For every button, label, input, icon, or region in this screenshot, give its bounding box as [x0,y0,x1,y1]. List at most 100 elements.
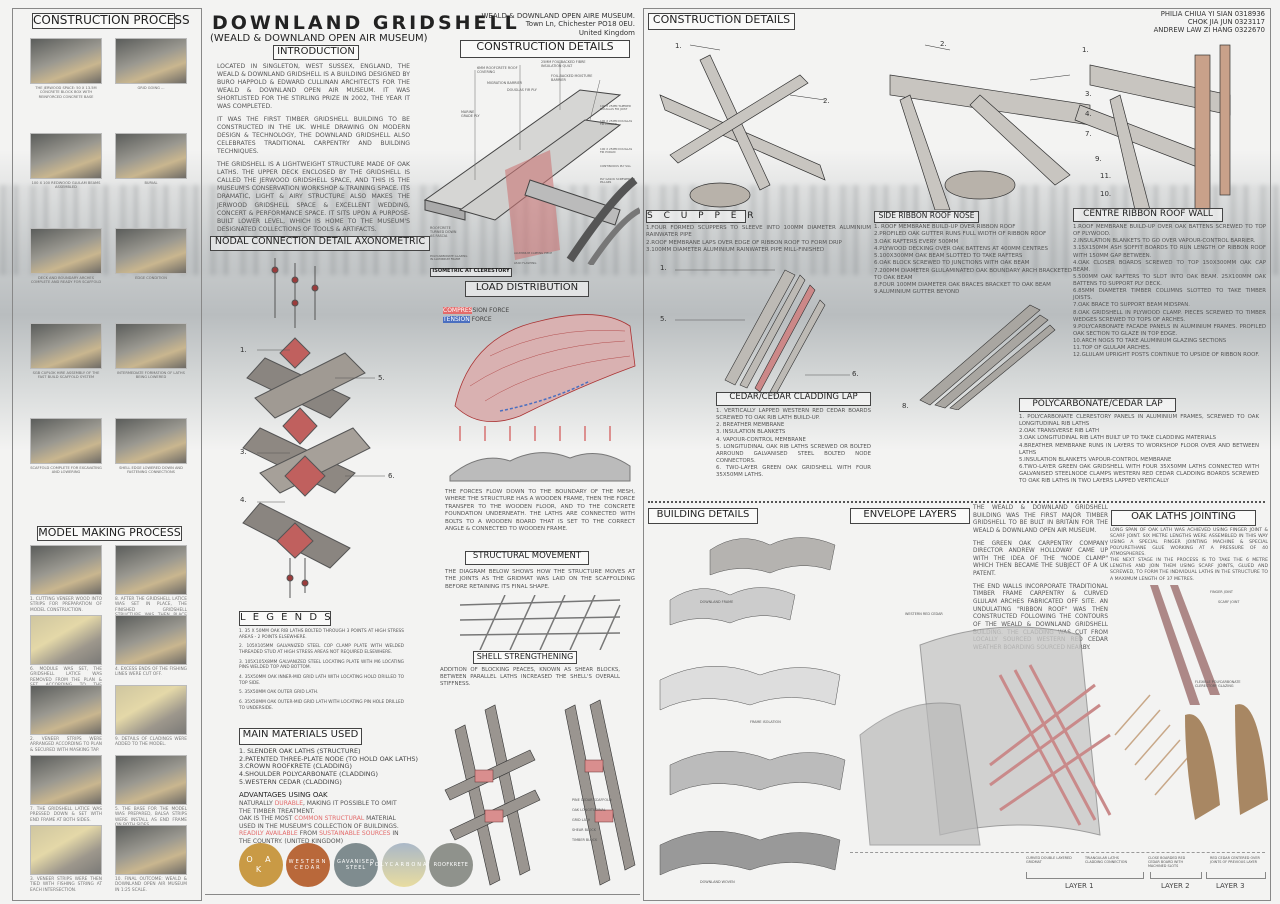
side-ribbon-item: 3.OAK RAFTERS EVERY 500MM [874,238,959,245]
photo-caption: The Jerwood Space: 50 x 13.5m concrete b… [35,86,97,99]
envelope-label: Western red cedar [905,612,943,616]
address-line: United Kingdom [578,28,635,37]
left-panel-frame [12,8,202,901]
side-ribbon-item: 7.200MM DIAMETER GLULAMINATED OAK BOUNDA… [874,267,1072,281]
cedar-lap-item: 4. VAPOUR-CONTROL MEMBRANE [716,436,806,443]
detail-label: Polycarbonate glazing in aluminium frame [430,254,468,262]
detail-number: 10. [1100,190,1112,198]
detail-number: 8. [902,402,909,410]
centre-ribbon-item: 9.POLYCARBONATE FACADE PANELS IN ALUMINI… [1073,323,1266,337]
detail-label: Lead flashing [514,261,537,265]
adv-highlight: SUSTAINABLE SOURCES [319,830,391,837]
material-item: 4.SHOULDER POLYCARBONATE (CLADDING) [239,770,378,779]
construction-photo [115,133,187,179]
clerestory-isometric-drawing [423,60,640,265]
centre-ribbon-item: 10.ARCH NOGS TO TAKE ALUMINIUM GLAZING S… [1073,338,1227,344]
envelope-exploded-drawing [859,585,1268,846]
authors: PHILIA CHIUA YI SIAN 0318936 CHOK JIA JU… [1130,10,1265,34]
detail-label: Marine grade ply [461,110,480,119]
legend-item: 6. 35x50mm oak outer-mid grid lath with … [239,700,404,711]
nodal-label: 1. [240,346,247,354]
centre-ribbon-item: 12.GLULAM UPRIGHT POSTS CONTINUE TO UPSI… [1073,352,1260,359]
poly-lap-item: 5.INSULATION BLANKETS VAPOUR-CONTROL MEM… [1019,456,1172,463]
layers-rule [850,852,1265,853]
layer-bracket [1026,872,1144,879]
polycarbonate-lap-list: 1. POLYCARBONATE CLERESTORY PANELS IN AL… [1019,414,1259,485]
shell-strengthening-text: Addition of blocking peaces, known as sh… [440,667,620,688]
adv-highlight: READILY AVAILABLE [239,830,298,837]
intro-paragraph: It was the first timber gridshell buildi… [217,116,410,156]
legends-list: 1. 35 x 50mm oak rib laths bolted throug… [239,629,404,711]
layer-bracket [1150,872,1202,879]
poly-lap-item: 6.TWO-LAYER GREEN OAK GRIDSHELL WITH FOU… [1019,463,1259,485]
adv-text: FROM [297,830,320,837]
construction-photo [115,418,187,464]
model-caption: 10. Final outcome: Weald & Downland Open… [115,877,187,893]
detail-number: 7. [1085,130,1092,138]
address-line: WEALD & DOWNLAND OPEN AIRE MUSEUM. [481,12,636,20]
adv-highlight: COMMON STRUCTURAL [294,815,365,822]
side-ribbon-item: 8.FOUR 100MM DIAMETER OAK BRACES BRACKET… [874,282,1051,288]
detail-number: 1. [660,264,667,272]
detail-label: Ply gasck screwed to pillars [600,177,635,185]
poly-lap-item: 2.OAK TRANSVERSE RIB LATH [1019,428,1100,435]
legend-item: 5. 35x50mm oak outer grid lath. [239,690,319,696]
swatch-roofkrete: ROOFKRETE [429,843,473,887]
adv-text: OAK IS THE MOST [239,815,295,822]
intro-paragraph: The gridshell is a lightweight structure… [217,161,410,233]
model-photo [30,545,102,595]
layer-1-label: LAYER 1 [1065,882,1094,890]
load-distribution-heading: LOAD DISTRIBUTION [465,281,589,297]
gridmat-movement-diagram [460,595,621,650]
compression-label: SION FORCE [472,307,510,314]
detail-label: 100 x 25mm tapered Douglas fir joist [600,104,632,112]
section-divider [648,501,1265,503]
side-ribbon-heading: SIDE RIBBON ROOF NOSE [874,211,979,223]
layer-caption: Red cedar centered over joints of previo… [1210,856,1260,865]
adv-text: MATERIAL USED IN THE MUSEUM'S COLLECTION… [239,815,399,830]
layer-bracket [1206,872,1266,879]
centre-ribbon-item: 4.OAK CLOSER BOARDS SCREWED TO TOP 150x3… [1073,259,1266,273]
tree-line-background [0,185,1280,275]
centre-ribbon-item: 11.TOP OF GLULAM ARCHES. [1073,345,1151,352]
legend-item: 4. 35x50mm oak inner-mid grid lath with … [239,675,404,686]
cedar-lap-item: 6. TWO-LAYER GREEN OAK GRIDSHELL WITH FO… [716,465,871,479]
side-ribbon-item: 2.PROFILED OAK GUTTER RUNS FULL WIDTH OF… [874,231,1047,238]
building-detail-label: Downland Woven [700,880,735,884]
author: ANDREW LAW ZI HANG 0322670 [1153,25,1265,34]
envelope-paragraph: The Weald & Downland Gridshell building … [973,505,1108,534]
side-ribbon-drawing [919,304,1056,410]
nodal-label: 5. [378,374,385,382]
cedar-lap-item: 3. INSULATION BLANKETS [716,429,786,436]
material-item: 1. SLENDER OAK LATHS (STRUCTURE) [239,747,361,755]
photo-caption: Burial [144,181,158,185]
construction-details-right-heading: CONSTRUCTION DETAILS [648,13,795,30]
model-photo [30,615,102,665]
cedar-lap-item: 5. LONGITUDINAL OAK RIB LATHS SCREWED OR… [716,443,871,464]
roof-detail-drawings [659,44,1231,210]
detail-number: 11. [1100,172,1112,180]
shell-label: Grid lath [572,818,591,822]
detail-number: 4. [1085,110,1092,118]
legends-heading: L E G E N D S [239,611,331,626]
envelope-layers-heading: ENVELOPE LAYERS [850,508,970,524]
joint-label: Finger joint [1210,590,1233,594]
centre-ribbon-item: 7.OAK BRACE TO SUPPORT BEAM MIDSPAN. [1073,302,1190,309]
construction-photo [115,228,187,274]
model-photo [115,545,187,595]
photo-caption: Intermediate formation of laths being lo… [117,371,185,380]
material-item: 2.PATENTED THREE-PLATE NODE (TO HOLD OAK… [239,754,418,763]
detail-label: Roofcrete turned down as fascia [430,226,457,239]
detail-label: Migration barrier [487,81,523,85]
poly-lap-item: 3.OAK LONGITUDINAL RIB LATH BUILT UP TO … [1019,435,1217,442]
scupper-item: 1.FOUR FORMED SCUPPERS TO SLEEVE INTO 10… [646,225,871,239]
nodal-connection-drawing [242,258,385,598]
model-caption: 1. Cutting veneer wood into strips for p… [30,597,102,613]
model-photo [30,755,102,805]
side-ribbon-item: 9.ALUMINIUM GUTTER BEYOND [874,289,960,296]
detail-number: 9. [1095,155,1102,163]
construction-photo [115,38,187,84]
nodal-label: 6. [388,472,395,480]
cedar-lap-item: 1. VERTICALLY LAPPED WESTERN RED CEDAR B… [716,408,871,422]
shell-label: Oak longitudinal [572,808,606,812]
